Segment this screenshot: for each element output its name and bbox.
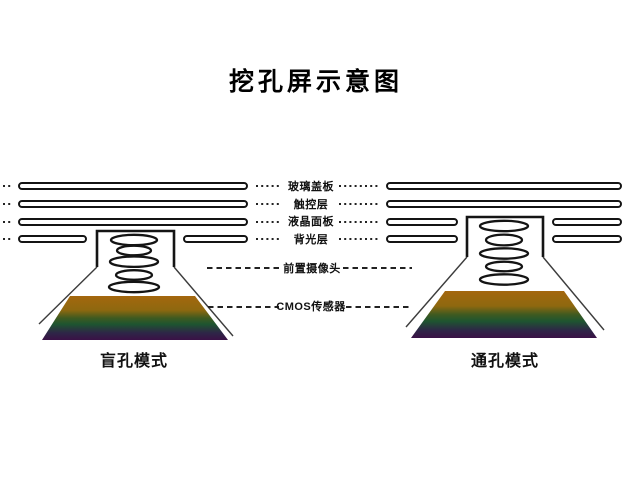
lens-ellipse xyxy=(114,269,154,281)
backlight-bar-left xyxy=(18,235,87,243)
label-through-hole-mode: 通孔模式 xyxy=(470,353,539,370)
lens-ellipse xyxy=(478,273,530,286)
label-front-camera: 前置摄像头 xyxy=(283,263,341,275)
lens-ellipse xyxy=(478,219,530,233)
leader-lines xyxy=(3,185,412,308)
lens-ellipse xyxy=(107,280,161,294)
housing-flare-left xyxy=(38,266,98,325)
touch-layer-bar xyxy=(18,200,248,208)
lens-ellipse xyxy=(484,233,524,247)
blind-hole-diagram xyxy=(18,182,248,340)
lens-ellipse xyxy=(109,233,159,247)
backlight-bar-right xyxy=(552,235,622,243)
label-backlight: 背光层 xyxy=(293,234,329,246)
through-hole-diagram xyxy=(386,182,622,338)
lens-ellipse xyxy=(115,244,153,257)
lcd-panel-bar-right xyxy=(552,218,622,226)
backlight-bar-right xyxy=(183,235,248,243)
housing-flare-left xyxy=(405,256,468,328)
label-blind-hole-mode: 盲孔模式 xyxy=(99,353,168,370)
housing-flare-right xyxy=(542,256,605,331)
lens-ellipse xyxy=(484,260,524,273)
lcd-panel-bar-left xyxy=(386,218,458,226)
label-touch-layer: 触控层 xyxy=(293,199,329,211)
cmos-sensor-trapezoid xyxy=(42,296,228,340)
lcd-panel-bar xyxy=(18,218,248,226)
touch-layer-bar xyxy=(386,200,622,208)
backlight-bar-left xyxy=(386,235,458,243)
lens-ellipse xyxy=(108,255,160,269)
glass-cover-bar xyxy=(386,182,622,190)
glass-cover-bar xyxy=(18,182,248,190)
label-cmos-sensor: CMOS传感器 xyxy=(276,301,346,313)
page-title: 挖孔屏示意图 xyxy=(228,67,403,96)
cmos-sensor-trapezoid xyxy=(411,291,597,338)
lens-ellipse xyxy=(478,247,530,260)
label-lcd-panel: 液晶面板 xyxy=(288,216,334,228)
housing-flare-right xyxy=(173,266,234,337)
label-glass-cover: 玻璃盖板 xyxy=(288,181,334,193)
